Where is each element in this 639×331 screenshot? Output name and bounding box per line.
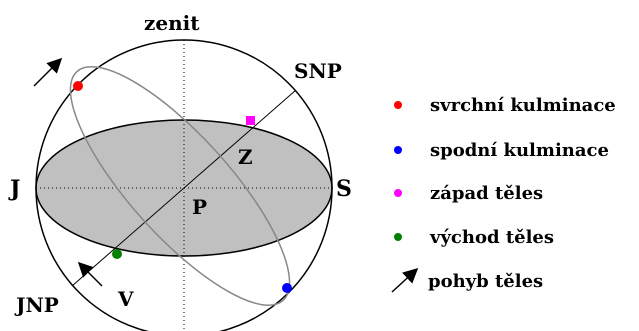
zenith-label: zenit	[144, 11, 200, 35]
lower-culmination-point	[282, 283, 292, 293]
south-label: J	[8, 176, 20, 202]
motion-arrow-top	[33, 57, 63, 87]
legend-label-setting: západ těles	[430, 183, 543, 204]
east-label: V	[117, 287, 134, 311]
setting-point	[246, 116, 255, 125]
legend-dot-upper-culmination	[394, 101, 402, 109]
legend-dot-lower-culmination	[394, 146, 402, 154]
south-celestial-pole-label: JNP	[14, 293, 59, 317]
legend: svrchní kulminace spodní kulminace západ…	[391, 95, 616, 293]
observer-label: P	[192, 195, 207, 219]
rising-point	[112, 249, 122, 259]
legend-label-upper-culmination: svrchní kulminace	[430, 95, 616, 116]
legend-dot-rising	[394, 233, 402, 241]
legend-label-motion: pohyb těles	[428, 271, 543, 292]
legend-label-lower-culmination: spodní kulminace	[430, 140, 609, 161]
legend-label-rising: východ těles	[429, 227, 554, 248]
legend-arrow-icon	[391, 267, 419, 293]
world-axis	[71, 89, 297, 287]
upper-culmination-point	[73, 81, 83, 91]
north-label: S	[336, 176, 352, 202]
legend-dot-setting	[394, 189, 402, 197]
north-celestial-pole-label: SNP	[294, 59, 342, 83]
west-label: Z	[238, 145, 253, 169]
daily-path	[69, 66, 291, 306]
motion-arrow-bottom	[77, 261, 103, 287]
